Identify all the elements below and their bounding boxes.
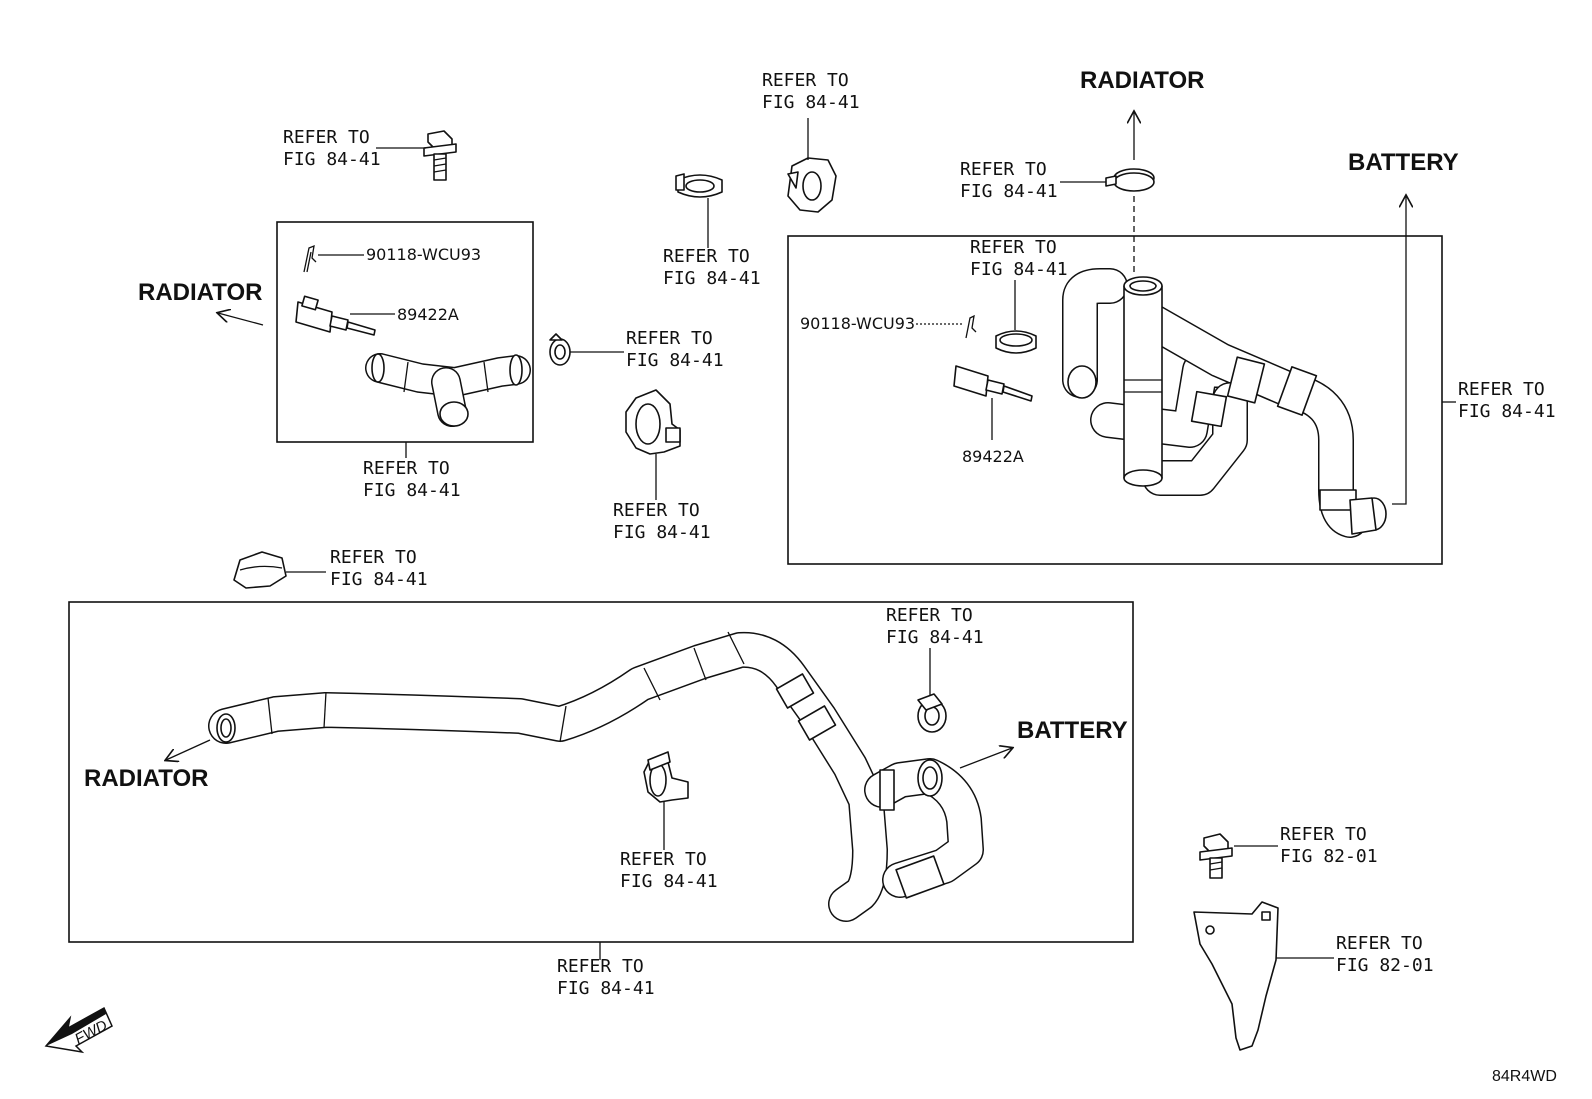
fwd-arrow-icon: FWD — [44, 1006, 113, 1054]
svg-text:REFER TO: REFER TO — [626, 328, 713, 349]
svg-text:REFER TO: REFER TO — [960, 159, 1047, 180]
svg-text:REFER TO: REFER TO — [363, 458, 450, 479]
svg-text:FIG 84-41: FIG 84-41 — [330, 569, 428, 590]
clip-icon-right — [965, 314, 977, 339]
direction-radiator-top: RADIATOR — [1080, 67, 1204, 94]
callout-clamp-2: REFER TO FIG 84-41 — [626, 328, 724, 371]
svg-text:FIG 84-41: FIG 84-41 — [960, 181, 1058, 202]
svg-text:FIG 84-41: FIG 84-41 — [970, 259, 1068, 280]
callout-bracket-top: REFER TO FIG 84-41 — [762, 70, 860, 113]
svg-text:FIG 82-01: FIG 82-01 — [1336, 955, 1434, 976]
assembly-box-left — [276, 221, 534, 443]
svg-text:REFER TO: REFER TO — [620, 849, 707, 870]
svg-text:REFER TO: REFER TO — [1280, 824, 1367, 845]
y-joint-icon — [365, 353, 531, 427]
svg-text:FIG 84-41: FIG 84-41 — [620, 871, 718, 892]
svg-text:REFER TO: REFER TO — [762, 70, 849, 91]
svg-text:FIG 84-41: FIG 84-41 — [283, 149, 381, 170]
svg-text:REFER TO: REFER TO — [970, 237, 1057, 258]
clip-icon-left — [303, 244, 317, 273]
callout-bracket-bottom-right: REFER TO FIG 82-01 — [1336, 933, 1434, 976]
part-number-clip-left: 90118-WCU93 — [366, 245, 481, 264]
part-number-clip-right: 90118-WCU93 — [800, 314, 915, 333]
hose-clamp-icon-bottom — [917, 693, 947, 733]
svg-text:REFER TO: REFER TO — [886, 605, 973, 626]
hose-assembly-icon-right — [1062, 268, 1387, 538]
sensor-icon-left — [295, 295, 376, 336]
svg-text:FIG 82-01: FIG 82-01 — [1280, 846, 1378, 867]
sensor-icon-right — [953, 365, 1033, 402]
hose-holder-icon-2 — [643, 751, 689, 803]
svg-text:FIG 84-41: FIG 84-41 — [557, 978, 655, 999]
svg-text:FIG 84-41: FIG 84-41 — [762, 92, 860, 113]
callout-clamp-top-right: REFER TO FIG 84-41 — [960, 159, 1058, 202]
callout-left-box: REFER TO FIG 84-41 — [363, 458, 461, 501]
callout-bolt-top-left: REFER TO FIG 84-41 — [283, 127, 381, 170]
svg-text:FIG 84-41: FIG 84-41 — [886, 627, 984, 648]
hose-clamp-icon-top-right — [1105, 168, 1155, 192]
bolt-bottom-right — [1199, 833, 1233, 879]
svg-text:FIG 84-41: FIG 84-41 — [613, 522, 711, 543]
svg-text:REFER TO: REFER TO — [283, 127, 370, 148]
bolt-top-left — [423, 130, 457, 181]
callout-bolt-bottom-right: REFER TO FIG 82-01 — [1280, 824, 1378, 867]
hose-clamp-icon-2 — [549, 333, 571, 366]
svg-text:FIG 84-41: FIG 84-41 — [626, 350, 724, 371]
bracket-clip-icon-top — [787, 157, 837, 213]
diagram-id: 84R4WD — [1492, 1068, 1557, 1085]
svg-text:REFER TO: REFER TO — [663, 246, 750, 267]
svg-text:REFER TO: REFER TO — [613, 500, 700, 521]
svg-text:REFER TO: REFER TO — [1336, 933, 1423, 954]
svg-text:FIG 84-41: FIG 84-41 — [663, 268, 761, 289]
assembly-box-right — [787, 235, 1443, 565]
callout-clamp-bottom: REFER TO FIG 84-41 — [886, 605, 984, 648]
direction-radiator-left: RADIATOR — [138, 279, 262, 306]
svg-text:REFER TO: REFER TO — [1458, 379, 1545, 400]
hose-clamp-icon-1 — [675, 173, 723, 198]
bracket-bottom-right — [1193, 901, 1279, 1051]
hose-clip-icon-left — [233, 551, 287, 589]
svg-text:FIG 84-41: FIG 84-41 — [1458, 401, 1556, 422]
hose-clamp-icon-inner-right — [995, 330, 1037, 354]
svg-text:REFER TO: REFER TO — [330, 547, 417, 568]
part-number-sensor-right: 89422A — [962, 447, 1024, 466]
direction-battery-top: BATTERY — [1348, 149, 1459, 176]
callout-clip-left: REFER TO FIG 84-41 — [330, 547, 428, 590]
callout-right-box: REFER TO FIG 84-41 — [1458, 379, 1556, 422]
hose-holder-icon-1 — [625, 389, 681, 455]
long-hose-icon — [208, 631, 984, 922]
direction-radiator-bottom: RADIATOR — [84, 765, 208, 792]
callout-holder-1: REFER TO FIG 84-41 — [613, 500, 711, 543]
svg-text:FIG 84-41: FIG 84-41 — [363, 480, 461, 501]
part-number-sensor-left: 89422A — [397, 305, 459, 324]
svg-text:REFER TO: REFER TO — [557, 956, 644, 977]
callout-clamp-inner-right: REFER TO FIG 84-41 — [970, 237, 1068, 280]
callout-holder-2: REFER TO FIG 84-41 — [620, 849, 718, 892]
assembly-box-bottom — [68, 601, 1134, 943]
callout-bottom-box: REFER TO FIG 84-41 — [557, 956, 655, 999]
callout-clamp-1: REFER TO FIG 84-41 — [663, 246, 761, 289]
direction-battery-bottom: BATTERY — [1017, 717, 1128, 744]
